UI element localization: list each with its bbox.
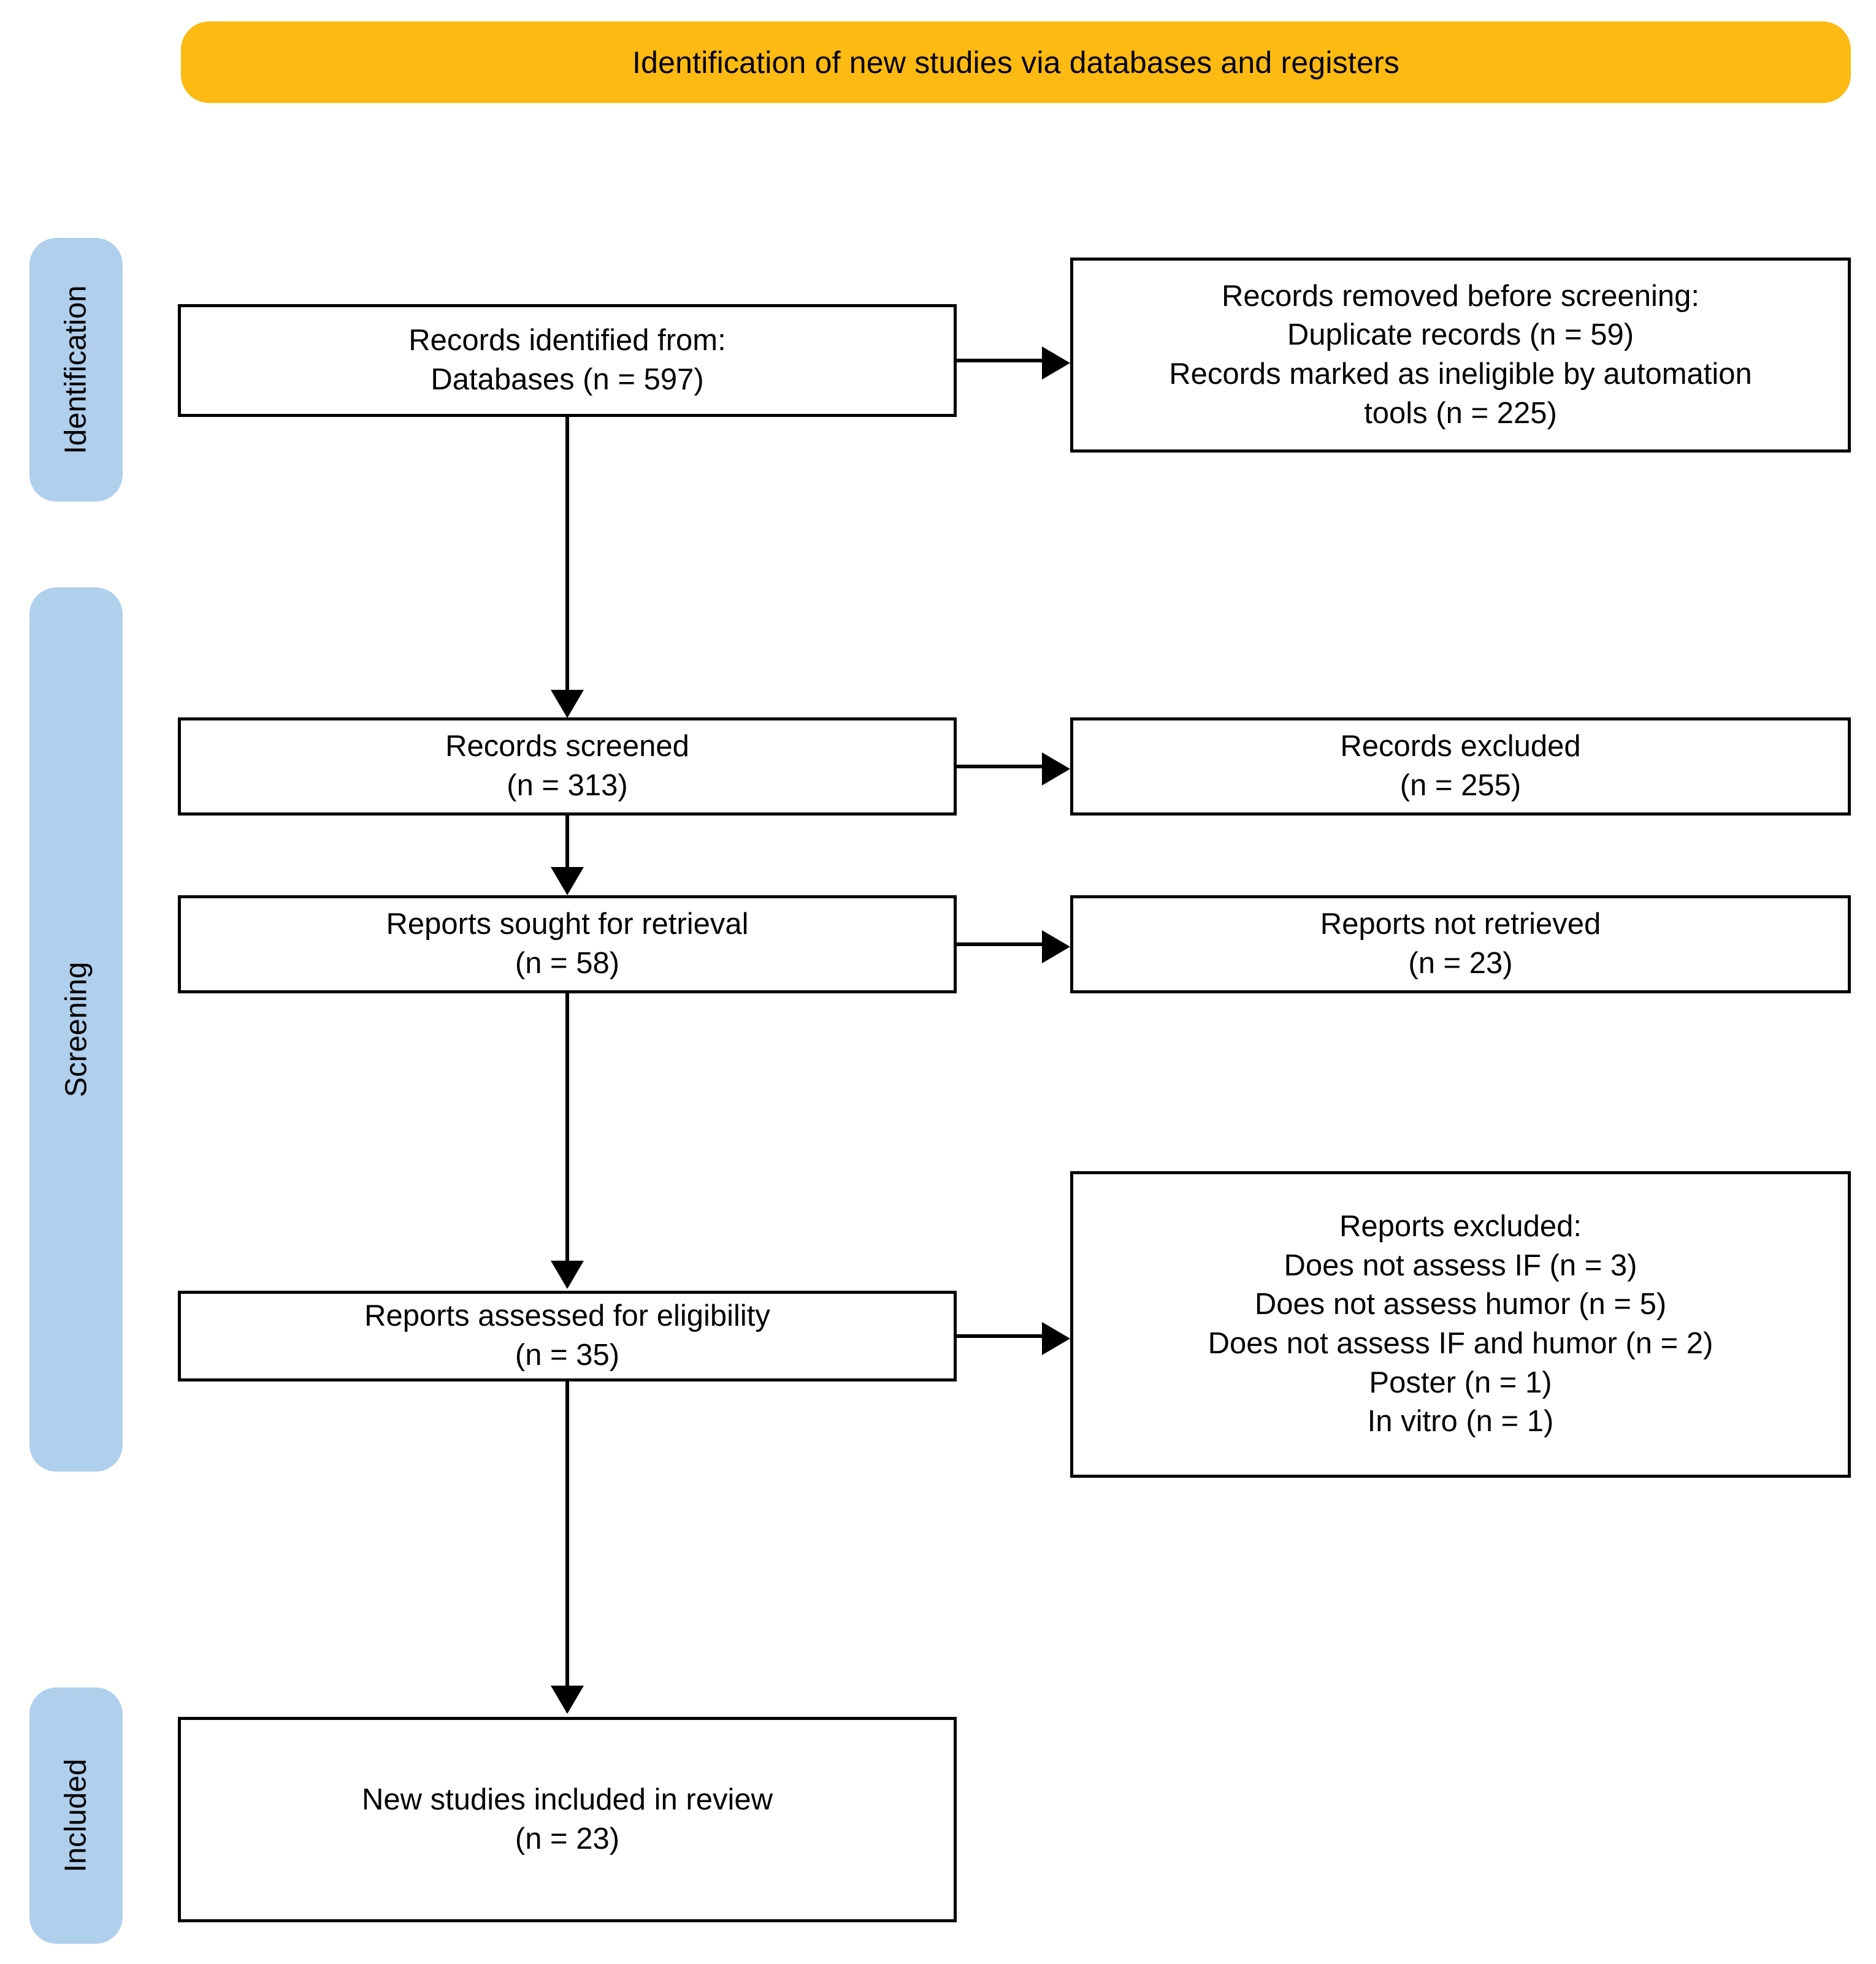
box-reports-sought-for-retrieval: Reports sought for retrieval (n = 58) bbox=[178, 895, 957, 993]
connector-identified-to-removed-line bbox=[957, 359, 1044, 362]
connector-screened-to-excluded-arrowhead bbox=[1042, 752, 1070, 785]
box-reports-not-retrieved-line-1: Reports not retrieved bbox=[1320, 907, 1601, 941]
connector-screened-to-excluded-line bbox=[957, 765, 1044, 768]
box-records-excluded: Records excluded (n = 255) bbox=[1070, 717, 1851, 816]
connector-assessed-to-included-arrowhead bbox=[551, 1686, 584, 1714]
connector-sought-to-assessed-arrowhead bbox=[551, 1261, 584, 1289]
box-records-removed-line-1: Records removed before screening: bbox=[1222, 279, 1699, 313]
connector-assessed-to-excluded-arrowhead bbox=[1042, 1322, 1070, 1355]
box-reports-not-retrieved-line-2: (n = 23) bbox=[1408, 947, 1513, 980]
box-reports-assessed-for-eligibility: Reports assessed for eligibility (n = 35… bbox=[178, 1291, 957, 1381]
box-records-removed-line-3: Records marked as ineligible by automati… bbox=[1169, 357, 1752, 391]
stage-pill-screening-label: Screening bbox=[59, 961, 93, 1098]
box-records-excluded-line-1: Records excluded bbox=[1340, 730, 1581, 763]
box-reports-excluded-line-4: Does not assess IF and humor (n = 2) bbox=[1208, 1327, 1713, 1360]
box-new-studies-included-in-review: New studies included in review (n = 23) bbox=[178, 1717, 957, 1922]
diagram-header-banner: Identification of new studies via databa… bbox=[181, 21, 1851, 103]
stage-pill-included: Included bbox=[29, 1687, 123, 1944]
box-records-identified-line-2: Databases (n = 597) bbox=[431, 363, 704, 396]
connector-assessed-to-included-line bbox=[565, 1381, 569, 1688]
box-records-removed-line-2: Duplicate records (n = 59) bbox=[1287, 318, 1634, 352]
box-records-removed-before-screening: Records removed before screening: Duplic… bbox=[1070, 258, 1851, 453]
box-reports-sought-line-2: (n = 58) bbox=[515, 947, 620, 980]
stage-pill-identification-label: Identification bbox=[59, 285, 93, 454]
connector-assessed-to-excluded-line bbox=[957, 1334, 1044, 1338]
connector-screened-to-sought-arrowhead bbox=[551, 867, 584, 895]
connector-identified-to-screened-line bbox=[565, 417, 569, 693]
box-reports-excluded-line-6: In vitro (n = 1) bbox=[1367, 1405, 1554, 1439]
stage-pill-screening: Screening bbox=[29, 587, 123, 1472]
box-reports-excluded-line-1: Reports excluded: bbox=[1339, 1209, 1582, 1243]
box-records-excluded-line-2: (n = 255) bbox=[1399, 769, 1522, 802]
box-records-screened: Records screened (n = 313) bbox=[178, 717, 957, 816]
box-reports-sought-line-1: Reports sought for retrieval bbox=[386, 907, 749, 941]
box-reports-excluded-line-3: Does not assess humor (n = 5) bbox=[1254, 1288, 1667, 1321]
box-reports-not-retrieved: Reports not retrieved (n = 23) bbox=[1070, 895, 1851, 993]
box-reports-assessed-line-2: (n = 35) bbox=[515, 1339, 620, 1372]
connector-screened-to-sought-line bbox=[565, 816, 569, 869]
connector-identified-to-removed-arrowhead bbox=[1042, 346, 1070, 380]
box-reports-excluded-line-5: Poster (n = 1) bbox=[1369, 1366, 1552, 1399]
box-reports-assessed-line-1: Reports assessed for eligibility bbox=[364, 1299, 770, 1333]
box-records-screened-line-2: (n = 313) bbox=[507, 769, 628, 802]
box-reports-excluded-line-2: Does not assess IF (n = 3) bbox=[1284, 1248, 1637, 1282]
connector-identified-to-screened-arrowhead bbox=[551, 690, 584, 718]
connector-sought-to-not-retrieved-line bbox=[957, 942, 1044, 946]
connector-sought-to-not-retrieved-arrowhead bbox=[1042, 930, 1070, 963]
connector-sought-to-assessed-line bbox=[565, 993, 569, 1263]
page-title: Identification of new studies via databa… bbox=[632, 45, 1400, 80]
box-records-identified: Records identified from: Databases (n = … bbox=[178, 304, 957, 417]
stage-pill-identification: Identification bbox=[29, 238, 123, 502]
box-reports-excluded: Reports excluded: Does not assess IF (n … bbox=[1070, 1171, 1851, 1478]
box-records-removed-line-4: tools (n = 225) bbox=[1364, 396, 1557, 430]
stage-pill-included-label: Included bbox=[59, 1759, 93, 1873]
box-records-identified-line-1: Records identified from: bbox=[408, 324, 726, 357]
box-records-screened-line-1: Records screened bbox=[445, 730, 689, 763]
box-new-studies-included-line-1: New studies included in review bbox=[362, 1783, 773, 1816]
box-new-studies-included-line-2: (n = 23) bbox=[515, 1822, 620, 1855]
